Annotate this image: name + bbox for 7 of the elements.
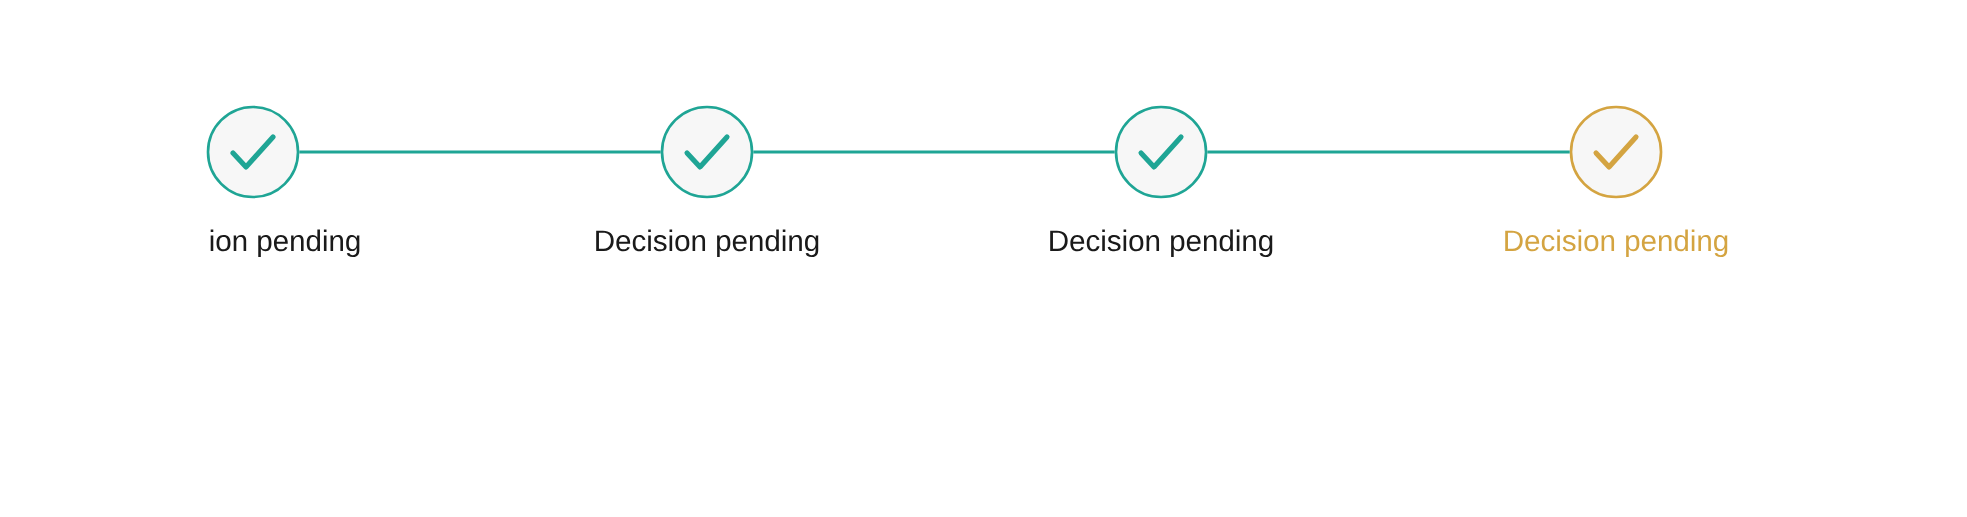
connector-line xyxy=(753,150,1115,154)
step-label: Decision pending xyxy=(596,229,819,258)
step-label: Decision pending xyxy=(1050,229,1273,258)
connector-line xyxy=(1207,150,1570,154)
step-label: ion pending xyxy=(210,229,360,258)
connector-line xyxy=(299,150,661,154)
step-label: Decision pending xyxy=(1505,229,1728,258)
